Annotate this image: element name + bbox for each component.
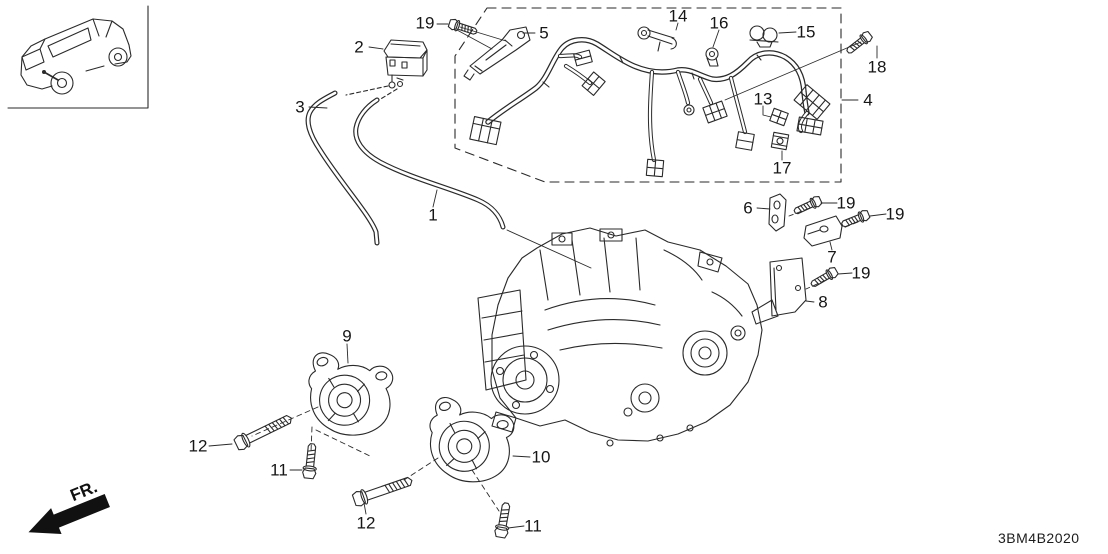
- breather-tube-part-3: [308, 93, 377, 243]
- bolt-icon-12b: [351, 472, 415, 508]
- callout-19-b: 19: [836, 193, 856, 213]
- fr-direction-arrow-icon: FR.: [28, 477, 110, 535]
- connector-icon-e: [736, 132, 755, 151]
- callout-1: 1: [428, 205, 438, 225]
- harness-clip-icon-16: [706, 48, 718, 66]
- callout-17: 17: [772, 158, 792, 178]
- connector-icon-a: [574, 50, 593, 66]
- connector-icon-17: [771, 132, 788, 149]
- callout-15: 15: [796, 22, 816, 42]
- diagram-code: 3BM4B2020: [998, 530, 1080, 546]
- vehicle-inset: [8, 6, 148, 108]
- callout-19-d: 19: [851, 263, 871, 283]
- callout-8: 8: [818, 292, 828, 312]
- bolt-icon-19b: [791, 194, 824, 218]
- leader-bolt19a-to-bracket5: [457, 27, 506, 49]
- callout-16: 16: [709, 13, 729, 33]
- leader-bolt19b: [789, 208, 810, 216]
- callout-11-a: 11: [270, 460, 288, 480]
- callout-11-b: 11: [524, 516, 542, 536]
- callout-4: 4: [863, 90, 873, 110]
- callout-5: 5: [539, 23, 549, 43]
- callout-7: 7: [827, 247, 837, 267]
- leader-bolt18-to-harness: [725, 42, 861, 100]
- leader-mount10-bolt12: [404, 458, 438, 480]
- callout-3: 3: [295, 97, 305, 117]
- connector-icon-right-1: [794, 85, 830, 120]
- callout-12-a: 12: [188, 436, 208, 456]
- sensor-bracket-part-5: [464, 27, 530, 80]
- mount-icon-part-9: [303, 351, 396, 440]
- callout-12-b: 12: [356, 513, 376, 533]
- harness-clip-icon-15: [750, 26, 778, 47]
- connector-icon-b: [582, 72, 605, 95]
- callout-19-a: 19: [415, 13, 435, 33]
- leader-valve-to-tube1: [379, 89, 397, 100]
- leader-mount9-right: [316, 430, 372, 457]
- harness-clip-icon-14: [638, 27, 676, 51]
- breather-tube-part-1: [356, 100, 503, 227]
- leader-bolt19c: [843, 222, 858, 228]
- callout-14: 14: [668, 6, 688, 26]
- callout-10: 10: [531, 447, 551, 467]
- connector-icon-d: [703, 101, 727, 123]
- bolt-icon-11a: [301, 442, 320, 480]
- bracket-part-6: [769, 194, 786, 231]
- connector-icon-c: [646, 159, 663, 176]
- callout-leader-lines: [209, 23, 886, 528]
- ground-eyelet-icon: [684, 105, 694, 115]
- leader-mount10-bolt11: [472, 470, 499, 511]
- callout-6: 6: [743, 198, 753, 218]
- leader-mount9-bolt12: [252, 407, 318, 436]
- differential-assembly: [478, 228, 762, 446]
- inset-border: [8, 6, 148, 108]
- callout-13: 13: [753, 89, 773, 109]
- leader-mount9-bolt11: [311, 427, 312, 452]
- connector-icon-right-2: [797, 117, 823, 135]
- vehicle-thumbnail-icon: [21, 19, 131, 94]
- bracket-part-8: [752, 258, 806, 324]
- callout-9: 9: [342, 326, 352, 346]
- leader-bolt19d: [806, 280, 826, 289]
- callout-19-c: 19: [885, 204, 905, 224]
- connector-icon-13: [770, 108, 789, 125]
- callout-18: 18: [867, 57, 887, 77]
- breather-chamber-part-2: [384, 40, 427, 88]
- wire-harness-part-4: [470, 40, 830, 177]
- leader-valve-to-tube3: [346, 86, 388, 95]
- leader-tube1-to-diff: [507, 230, 591, 268]
- harness-boundary-box: [455, 8, 841, 182]
- bracket-part-7: [804, 216, 842, 246]
- callout-2: 2: [354, 37, 364, 57]
- connector-icon-left: [470, 117, 501, 145]
- bolt-icon-12a: [232, 410, 296, 453]
- mount-icon-part-10: [420, 395, 518, 489]
